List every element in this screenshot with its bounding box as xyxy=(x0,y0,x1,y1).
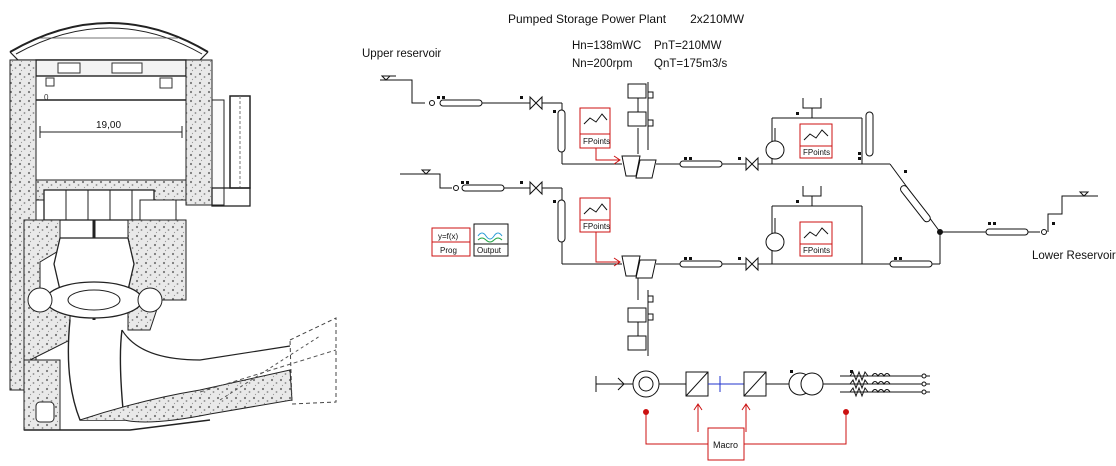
fpoints-block-4[interactable]: FPoints xyxy=(799,221,833,257)
diagram-title: Pumped Storage Power Plant 2x210MW xyxy=(508,12,744,26)
upper-reservoir-1 xyxy=(380,75,425,104)
tailrace-junction xyxy=(889,163,1047,265)
output-block[interactable]: Output xyxy=(473,223,509,257)
penstock-1 xyxy=(429,95,622,165)
fpoints-label: FPoints xyxy=(583,222,610,231)
param-hn: Hn=138mWC xyxy=(572,40,642,52)
pipe-segment xyxy=(557,199,566,243)
plant-cross-section: 0 19,00 xyxy=(9,22,337,431)
control-links xyxy=(595,148,849,445)
prog-label: Prog xyxy=(440,246,457,255)
plant-name: Pumped Storage Power Plant xyxy=(508,12,667,26)
section-width-label: 19,00 xyxy=(96,120,121,131)
tailrace-1 xyxy=(656,117,890,172)
turbine-2 xyxy=(621,255,657,356)
fpoints-block-1[interactable]: FPoints xyxy=(579,107,611,149)
fpoints-label: FPoints xyxy=(803,148,830,157)
param-nn: Nn=200rpm xyxy=(572,58,633,70)
penstock-2 xyxy=(453,180,622,265)
plant-rating: 2x210MW xyxy=(690,12,745,26)
pump-1 xyxy=(765,98,822,160)
prog-function-label: y=f(x) xyxy=(438,232,459,241)
macro-block[interactable]: Macro xyxy=(707,427,745,461)
turbine-1 xyxy=(621,82,657,179)
lower-reservoir-label: Lower Reservoir xyxy=(1032,250,1116,262)
pump-2 xyxy=(765,186,822,252)
upper-reservoir-2 xyxy=(400,169,452,189)
fpoints-label: FPoints xyxy=(803,246,830,255)
fpoints-block-3[interactable]: FPoints xyxy=(799,123,833,159)
lower-reservoir xyxy=(1047,191,1098,232)
electrical-line xyxy=(595,370,930,398)
svg-text:0: 0 xyxy=(44,93,49,102)
pipe-segment xyxy=(557,109,566,153)
macro-label: Macro xyxy=(713,440,738,450)
tailrace-2 xyxy=(656,205,933,272)
prog-block[interactable]: y=f(x) Prog xyxy=(431,227,471,257)
upper-reservoir-label: Upper reservoir xyxy=(362,48,442,60)
param-qnt: QnT=175m3/s xyxy=(654,58,728,70)
node-markers xyxy=(437,96,1055,373)
output-label: Output xyxy=(477,246,502,255)
fpoints-label: FPoints xyxy=(583,137,610,146)
param-pnt: PnT=210MW xyxy=(654,40,722,52)
fpoints-block-2[interactable]: FPoints xyxy=(579,197,611,233)
pipe-segment xyxy=(865,111,874,157)
